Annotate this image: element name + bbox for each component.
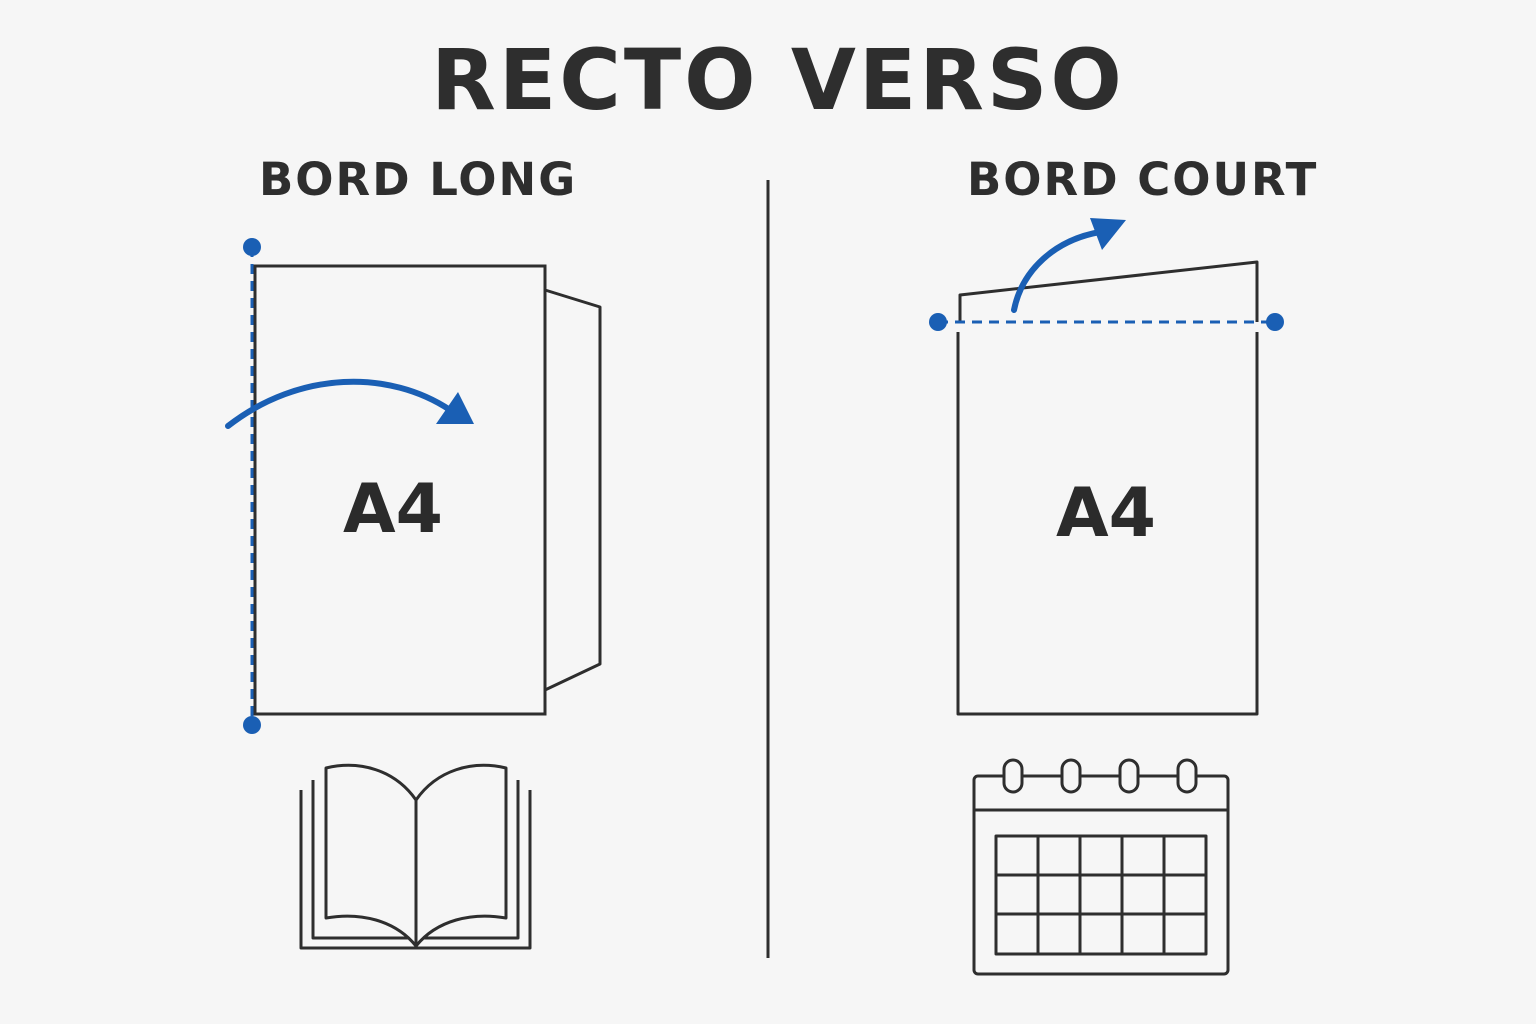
calendar-icon (972, 758, 1230, 976)
binding-dot-top (243, 238, 261, 256)
long-edge-heading: BORD LONG (259, 153, 578, 206)
short-edge-binding-line (929, 313, 1284, 331)
binding-dot-bottom (243, 716, 261, 734)
short-edge-front-page (956, 332, 1259, 716)
short-edge-paper: A4 (956, 260, 1259, 716)
long-edge-flip-arrow (225, 378, 474, 429)
long-edge-paper-label: A4 (343, 470, 443, 549)
page-title: RECTO VERSO (431, 31, 1125, 129)
short-edge-heading: BORD COURT (967, 153, 1319, 206)
long-edge-binding-line (243, 238, 261, 734)
long-edge-paper: A4 (253, 264, 602, 716)
open-book-icon (299, 763, 532, 950)
short-edge-flip-arrow (1011, 218, 1126, 313)
long-edge-back-page (544, 288, 602, 692)
short-edge-paper-label: A4 (1056, 474, 1156, 553)
long-edge-front-page (253, 264, 547, 716)
short-edge-flipped-flap (958, 260, 1259, 322)
binding-dot-right (1266, 313, 1284, 331)
binding-dot-left (929, 313, 947, 331)
